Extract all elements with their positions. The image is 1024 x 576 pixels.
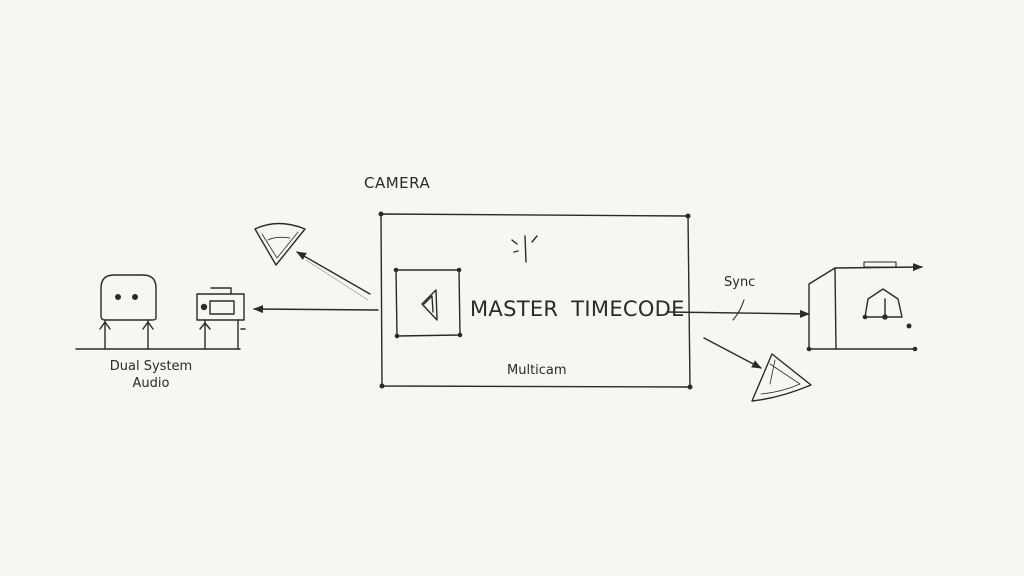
arrow-to-lower-cone: [703, 337, 762, 369]
dial-icon: [862, 288, 912, 329]
dual-system-audio-label: Dual System Audio: [96, 358, 206, 392]
arrow-to-recorder: [253, 305, 379, 314]
audio-recorder-icon: [196, 287, 246, 350]
robot-mic-icon: [99, 274, 157, 350]
camera-label: CAMERA: [364, 174, 431, 192]
cone-icon-upper: [254, 222, 306, 266]
multicam-label: Multicam: [507, 363, 567, 378]
sync-device: [806, 261, 923, 352]
antenna-icon: [511, 235, 538, 263]
arrow-to-upper-cone: [296, 251, 371, 295]
camera-box: [378, 211, 693, 390]
master-timecode-label: MASTER TIMECODE: [470, 297, 685, 321]
dual-system-audio-line1: Dual System: [109, 359, 193, 374]
sync-label: Sync: [724, 275, 756, 290]
monitor-screen-box: [393, 267, 463, 339]
cone-icon-lower: [751, 353, 812, 402]
dual-system-audio-line2: Audio: [132, 376, 170, 391]
speaker-icon: [421, 289, 438, 321]
